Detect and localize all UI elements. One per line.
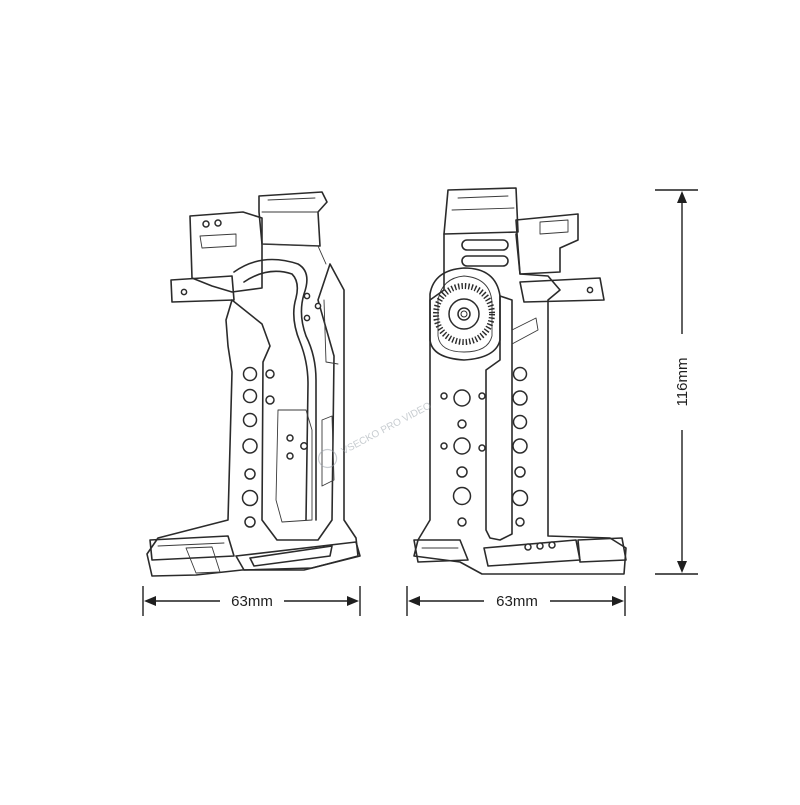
dimension-height: 116mm <box>655 189 698 575</box>
left-handle-side-view <box>146 191 361 577</box>
right-width-label: 63mm <box>496 593 538 610</box>
dimension-left-width: 63mm <box>142 586 361 616</box>
height-label: 116mm <box>674 358 691 407</box>
watermark-text: VSECKO PRO VIDEO <box>340 400 434 457</box>
right-handle-front-view <box>413 187 627 575</box>
left-width-label: 63mm <box>231 593 273 610</box>
rosette-mount <box>429 267 501 361</box>
dimension-right-width: 63mm <box>406 586 626 616</box>
